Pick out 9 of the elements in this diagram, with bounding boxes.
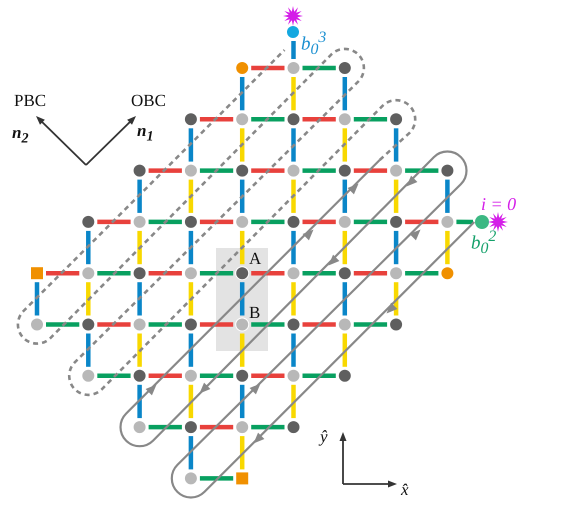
site-label: B — [249, 304, 260, 321]
boundary-label: PBC — [14, 92, 46, 109]
vector-label: n$_{2}$ — [12, 124, 29, 146]
vector-label: n$_{1}$ — [137, 122, 154, 144]
axis-label: ŷ — [320, 428, 328, 445]
site-label: A — [249, 250, 262, 267]
boundary-label: OBC — [131, 92, 166, 109]
index-label: i = 0 — [481, 195, 516, 213]
axis-label: x̂ — [401, 481, 409, 498]
